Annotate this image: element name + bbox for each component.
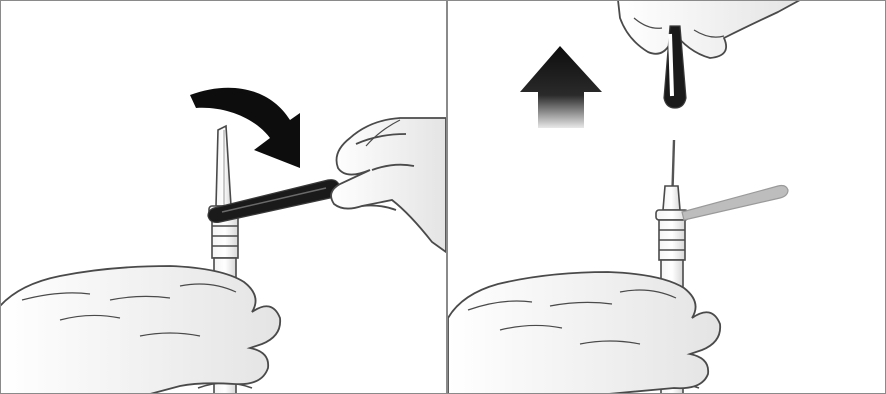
panel-lift-cap <box>448 0 886 394</box>
up-arrow-icon <box>520 46 602 128</box>
panel-remove-cap-drawing <box>0 87 446 394</box>
hand-icon <box>330 117 446 254</box>
panel-divider <box>446 0 448 394</box>
hand-icon <box>617 0 801 59</box>
panel-lift-cap-drawing <box>448 0 801 394</box>
needle-cap-icon <box>663 25 687 109</box>
recap-arrow-icon <box>190 87 300 168</box>
needle-cap-icon <box>207 179 341 223</box>
hand-icon <box>448 271 722 394</box>
panel-remove-cap <box>0 87 446 394</box>
needle-shield-icon <box>681 184 789 221</box>
hand-icon <box>0 265 282 394</box>
